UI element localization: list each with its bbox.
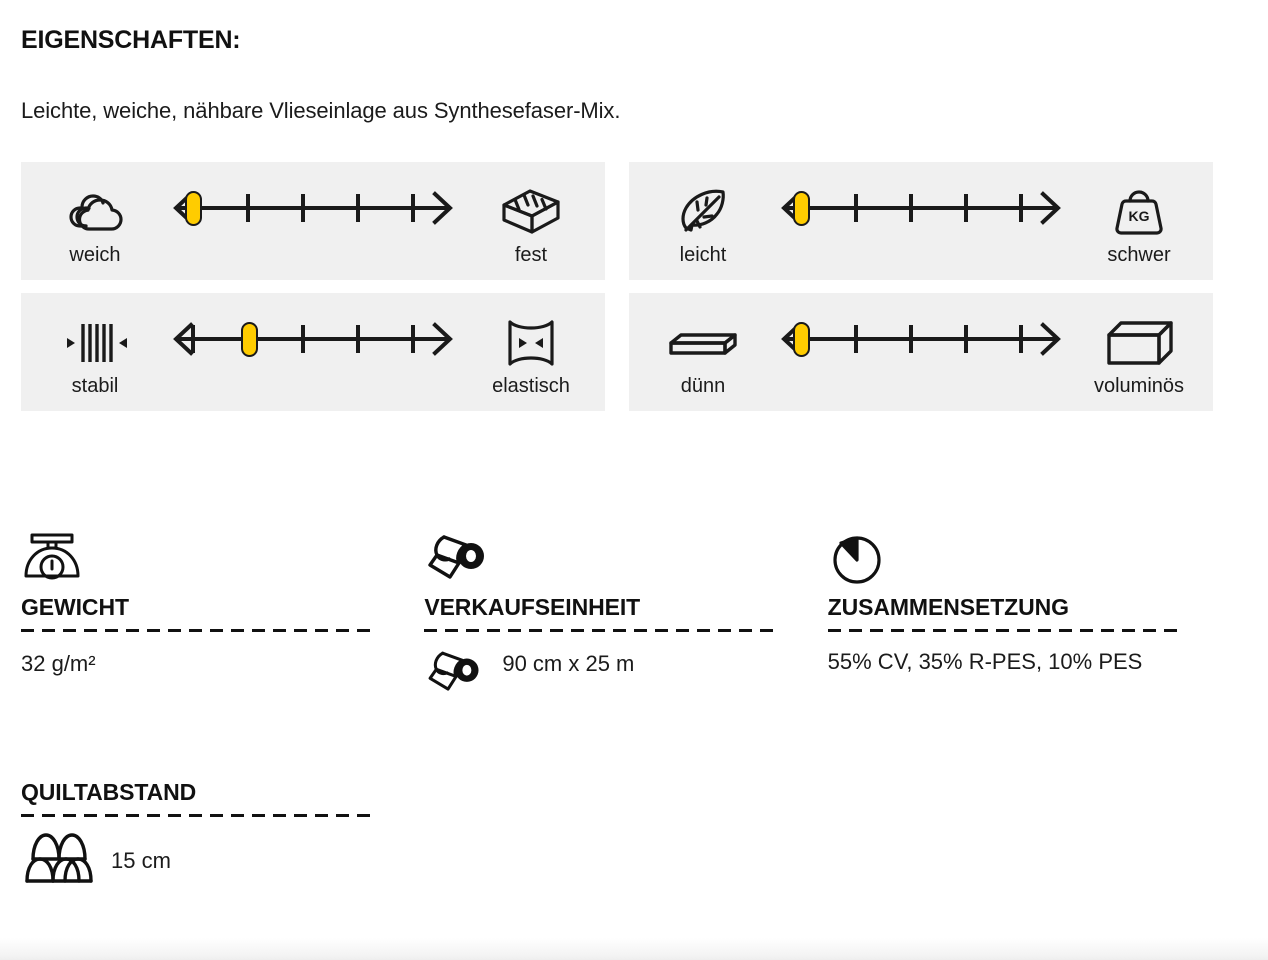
scale-right-end-heavy: KG schwer (1079, 176, 1199, 267)
info-value-gewicht: 32 g/m² (21, 646, 424, 679)
stretch-fabric-icon (500, 315, 562, 371)
thin-slab-icon (665, 315, 741, 371)
scale-panel-soft-firm: weich (21, 162, 605, 280)
scale-left-label-light: leicht (679, 243, 727, 266)
info-heading-quiltabstand: QUILTABSTAND (21, 779, 197, 806)
scale-right-label-firm: fest (514, 243, 548, 266)
scale-track-wrap-light-heavy (763, 185, 1079, 257)
divider-verkaufseinheit (424, 629, 775, 632)
divider-quiltabstand (21, 814, 371, 818)
scale-panel-thin-voluminous: dünn (629, 293, 1213, 411)
info-block-verkaufseinheit: VERKAUFSEINHEIT (424, 525, 827, 706)
scale-track-soft-firm[interactable] (163, 185, 463, 231)
divider-gewicht (21, 629, 371, 632)
divider-zusammensetzung (827, 629, 1178, 632)
scale-left-label-stable: stabil (71, 374, 119, 397)
cloud-icon (62, 184, 128, 240)
scale-right-end-elastic: elastisch (471, 307, 591, 398)
brick-icon (496, 184, 566, 240)
weight-icon-text: KG (1129, 208, 1150, 224)
info-heading-verkaufseinheit: VERKAUFSEINHEIT (424, 594, 641, 620)
info-heading-zusammensetzung: ZUSAMMENSETZUNG (827, 594, 1069, 620)
info-value-quiltabstand: 15 cm (21, 829, 443, 893)
scale-right-label-elastic: elastisch (492, 374, 570, 397)
scale-left-end-stable: stabil (35, 307, 155, 398)
feather-icon (673, 184, 733, 240)
info-block-gewicht: GEWICHT 32 g/m² (21, 525, 424, 706)
scale-marker-stable-elastic[interactable] (240, 321, 258, 357)
scale-left-end-light: leicht (643, 176, 763, 267)
scale-track-thin-voluminous[interactable] (771, 316, 1071, 362)
scale-track-wrap-soft-firm (155, 185, 471, 257)
fabric-roll-icon (424, 525, 827, 587)
scale-right-end-firm: fest (471, 176, 591, 267)
scale-track-wrap-stable-elastic (155, 316, 471, 388)
scale-panel-light-heavy: leicht (629, 162, 1213, 280)
info-value-text-quiltabstand: 15 cm (111, 848, 171, 874)
scale-track-stable-elastic[interactable] (163, 316, 463, 362)
info-value-verkaufseinheit: 90 cm x 25 m (424, 646, 827, 706)
scale-marker-thin-voluminous[interactable] (792, 321, 810, 357)
scale-track-wrap-thin-voluminous (763, 316, 1079, 388)
kitchen-scale-icon (21, 525, 424, 587)
scale-marker-soft-firm[interactable] (184, 190, 202, 226)
property-scales: weich (21, 162, 1213, 424)
info-block-quiltabstand: QUILTABSTAND 15 cm (21, 772, 443, 893)
scale-right-end-voluminous: voluminös (1079, 307, 1199, 398)
scale-track-light-heavy[interactable] (771, 185, 1071, 231)
scale-right-label-voluminous: voluminös (1093, 374, 1185, 397)
info-row-2: QUILTABSTAND 15 cm (21, 772, 1231, 893)
info-heading-gewicht: GEWICHT (21, 594, 129, 620)
intro-description: Leichte, weiche, nähbare Vlieseinlage au… (21, 98, 621, 123)
scale-right-label-heavy: schwer (1107, 243, 1171, 266)
pie-chart-icon (828, 525, 1231, 587)
info-value-text-verkaufseinheit: 90 cm x 25 m (502, 651, 635, 676)
scale-row-1: weich (21, 162, 1213, 280)
scale-left-end-thin: dünn (643, 307, 763, 398)
page-bottom-band (0, 938, 1268, 960)
scale-panel-stable-elastic: stabil (21, 293, 605, 411)
scale-left-label-soft: weich (69, 243, 121, 266)
scale-left-end-soft: weich (35, 176, 155, 267)
info-row-1: GEWICHT 32 g/m² (21, 525, 1231, 706)
fabric-roll-icon-small (424, 646, 490, 706)
quilt-pattern-icon (21, 829, 97, 893)
info-block-zusammensetzung: ZUSAMMENSETZUNG 55% CV, 35% R-PES, 10% P… (827, 525, 1231, 706)
info-value-text-zusammensetzung: 55% CV, 35% R-PES, 10% PES (827, 649, 1143, 674)
scale-left-label-thin: dünn (680, 374, 726, 397)
page-title: EIGENSCHAFTEN: (21, 26, 241, 54)
product-info-grid: GEWICHT 32 g/m² (21, 525, 1231, 893)
volume-box-icon (1101, 315, 1177, 371)
scale-row-2: stabil (21, 293, 1213, 411)
weight-kg-icon: KG (1108, 184, 1170, 240)
scale-marker-light-heavy[interactable] (792, 190, 810, 226)
stable-lines-icon (59, 315, 131, 371)
info-value-zusammensetzung: 55% CV, 35% R-PES, 10% PES (828, 646, 1158, 677)
info-value-text-gewicht: 32 g/m² (21, 651, 96, 676)
